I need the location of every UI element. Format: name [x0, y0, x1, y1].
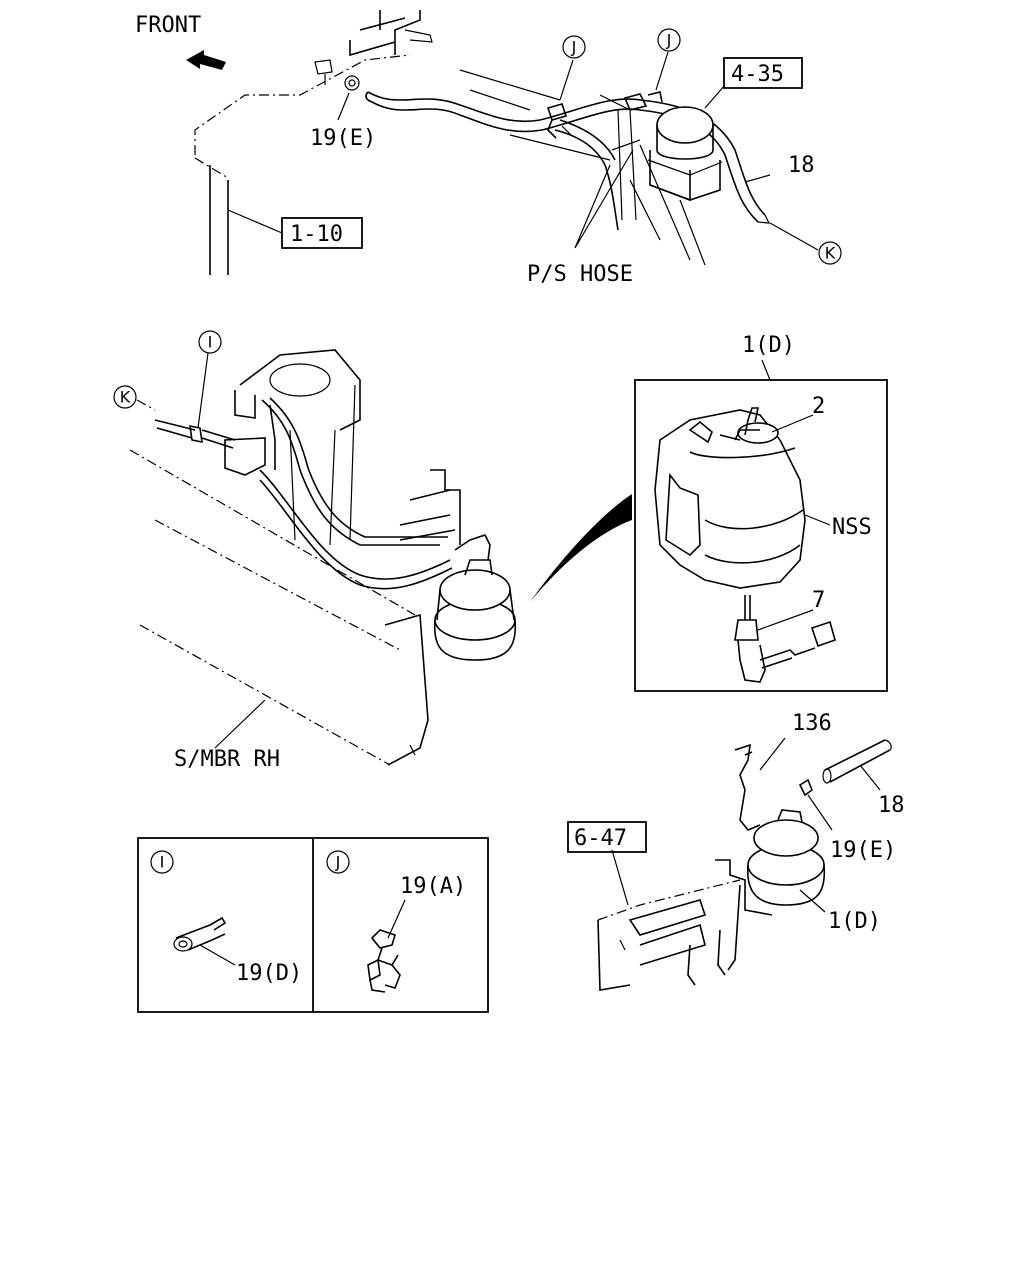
label-p19e-bot: 19(E): [830, 838, 896, 863]
label-p19e-top: 19(E): [310, 126, 376, 151]
front-arrow-icon: [186, 50, 226, 70]
label-p19d: 19(D): [236, 961, 302, 986]
label-ref-1-10: 1-10: [290, 222, 343, 247]
label-i-box: I: [160, 853, 165, 872]
label-p1d-top: 1(D): [742, 333, 795, 358]
middle-assembly: I K: [113, 330, 632, 772]
label-j1: J: [571, 38, 577, 57]
label-j-box: J: [335, 853, 341, 872]
detail-box-1d: 1(D) 2 NSS 7: [634, 333, 888, 692]
label-ps-hose: P/S HOSE: [527, 262, 633, 287]
label-p136: 136: [792, 711, 832, 736]
label-nss: NSS: [832, 515, 872, 540]
label-smbr: S/MBR RH: [174, 747, 280, 772]
label-i-mid: I: [208, 333, 213, 352]
label-p18-top: 18: [788, 153, 815, 178]
label-ref-6-47: 6-47: [574, 826, 627, 851]
label-j2: J: [666, 31, 672, 50]
label-p19a: 19(A): [400, 874, 466, 899]
pointer-wedge: [530, 494, 632, 602]
label-p18-bot: 18: [878, 793, 905, 818]
label-p1d-bot: 1(D): [828, 909, 881, 934]
front-label: FRONT: [135, 13, 201, 38]
label-p7: 7: [812, 588, 825, 613]
label-k-mid: K: [120, 388, 131, 407]
label-k-top: K: [825, 244, 836, 263]
detail-boxes-i-j: I J 19(D) 19(A): [137, 837, 489, 1013]
label-p2: 2: [812, 394, 825, 419]
bottom-right-assembly: 136 18 19(E) 1(D) 6-47: [567, 711, 905, 991]
top-assembly: FRONT 19(E): [135, 10, 842, 287]
label-ref-4-35: 4-35: [731, 62, 784, 87]
